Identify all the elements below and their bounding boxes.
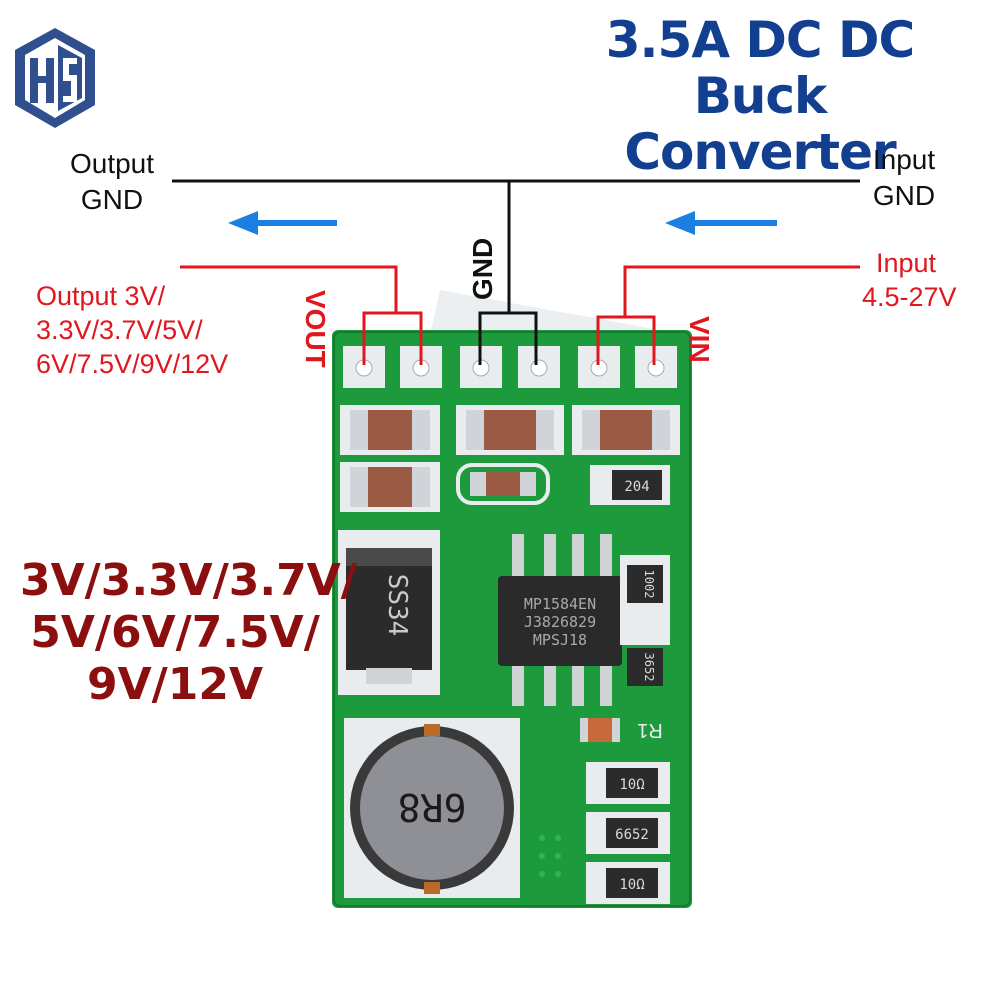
output-gnd-line-2: GND — [80, 184, 144, 215]
resistor-marking-6: 10Ω — [619, 877, 644, 893]
resistor-marking-1: 204 — [624, 479, 649, 495]
input-arrow-icon — [665, 211, 777, 235]
vin-wiring — [596, 265, 860, 365]
vias — [539, 835, 561, 877]
input-gnd-line-1: Input — [872, 144, 936, 175]
resistor-marking-5: 6652 — [615, 827, 649, 843]
gnd-vertical-label: GND — [467, 238, 498, 300]
title-line-1: 3.5A DC DC — [605, 11, 915, 69]
output-gnd-label: Output GND — [62, 146, 162, 218]
resistor-marking-2: 1002 — [642, 570, 656, 599]
gnd-wiring — [172, 179, 860, 365]
ic-legs — [512, 534, 612, 706]
silkscreen-r1: R1 — [637, 719, 663, 741]
input-voltage-line-2: 4.5-27V — [862, 282, 957, 312]
input-voltage-label: Input 4.5-27V — [862, 246, 982, 314]
header-pads — [343, 346, 677, 388]
voltage-options-line-3: 9V/12V — [86, 659, 264, 710]
vout-wiring — [180, 265, 423, 365]
output-arrow-icon — [228, 211, 337, 235]
output-voltage-line-1: Output 3V/ — [36, 281, 166, 311]
inductor-marking: 6R8 — [398, 785, 467, 829]
output-voltage-label: Output 3V/ 3.3V/3.7V/5V/ 6V/7.5V/9V/12V — [36, 279, 296, 381]
inductor — [344, 718, 520, 898]
ic-chip — [498, 576, 622, 666]
title-line-2: Buck Converter — [624, 67, 896, 181]
voltage-options: 3V/3.3V/3.7V/ 5V/6V/7.5V/ 9V/12V — [20, 555, 357, 711]
product-title: 3.5A DC DC Buck Converter — [560, 12, 960, 180]
voltage-options-line-2: 5V/6V/7.5V/ — [30, 607, 320, 658]
diode-marking: SS34 — [382, 574, 412, 637]
pcb-board: SS34 MP1584EN J3826829 MPSJ18 204 — [332, 330, 692, 908]
vout-vertical-label: VOUT — [300, 290, 331, 368]
diode: SS34 — [338, 530, 440, 695]
ic-marking-line-1: MP1584EN — [524, 595, 596, 613]
ic-marking-line-2: J3826829 — [524, 613, 596, 631]
output-voltage-line-3: 6V/7.5V/9V/12V — [36, 349, 229, 379]
capacitors — [340, 405, 680, 742]
brand-logo — [15, 28, 95, 128]
resistors — [586, 465, 670, 904]
ic-marking-line-3: MPSJ18 — [533, 631, 587, 649]
output-voltage-line-2: 3.3V/3.7V/5V/ — [36, 315, 203, 345]
input-gnd-line-2: GND — [872, 180, 936, 211]
resistor-marking-3: 3652 — [642, 653, 656, 682]
input-gnd-label: Input GND — [858, 142, 950, 214]
resistor-marking-4: 10Ω — [619, 777, 644, 793]
vin-vertical-label: VIN — [684, 316, 715, 363]
voltage-options-line-1: 3V/3.3V/3.7V/ — [20, 555, 357, 606]
input-voltage-line-1: Input — [876, 248, 937, 278]
output-gnd-line-1: Output — [69, 148, 155, 179]
